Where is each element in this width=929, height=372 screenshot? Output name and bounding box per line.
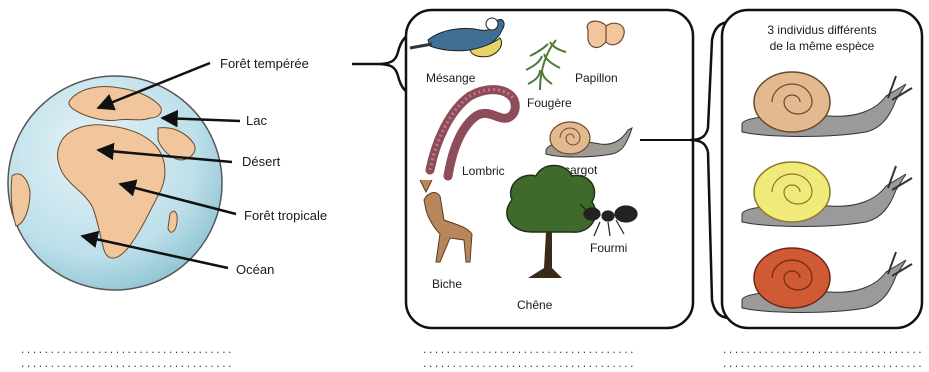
answer-line-2[interactable]: ........................................… [422, 346, 637, 356]
label-ocean: Océan [236, 262, 274, 277]
globe [8, 76, 222, 290]
label-fougere: Fougère [527, 96, 572, 110]
answer-line-3[interactable]: ........................................… [722, 346, 922, 356]
label-fourmi: Fourmi [590, 241, 627, 255]
label-chene: Chêne [517, 298, 553, 312]
label-lombric: Lombric [462, 164, 505, 178]
answer-line-3b[interactable]: ........................................… [722, 360, 922, 370]
answer-line-1[interactable]: ........................................… [20, 346, 232, 356]
individuals-title-line2: de la même espèce [770, 39, 875, 53]
label-foret-temperee: Forêt tempérée [220, 56, 309, 71]
label-lac: Lac [246, 113, 267, 128]
label-foret-tropicale: Forêt tropicale [244, 208, 327, 223]
label-papillon: Papillon [575, 71, 618, 85]
brace-left [352, 34, 414, 94]
answer-line-1b[interactable]: ........................................… [20, 360, 232, 370]
label-desert: Désert [242, 154, 281, 169]
label-mesange: Mésange [426, 71, 476, 85]
label-biche: Biche [432, 277, 462, 291]
answer-line-2b[interactable]: ........................................… [422, 360, 637, 370]
individuals-title-line1: 3 individus différents [767, 23, 876, 37]
